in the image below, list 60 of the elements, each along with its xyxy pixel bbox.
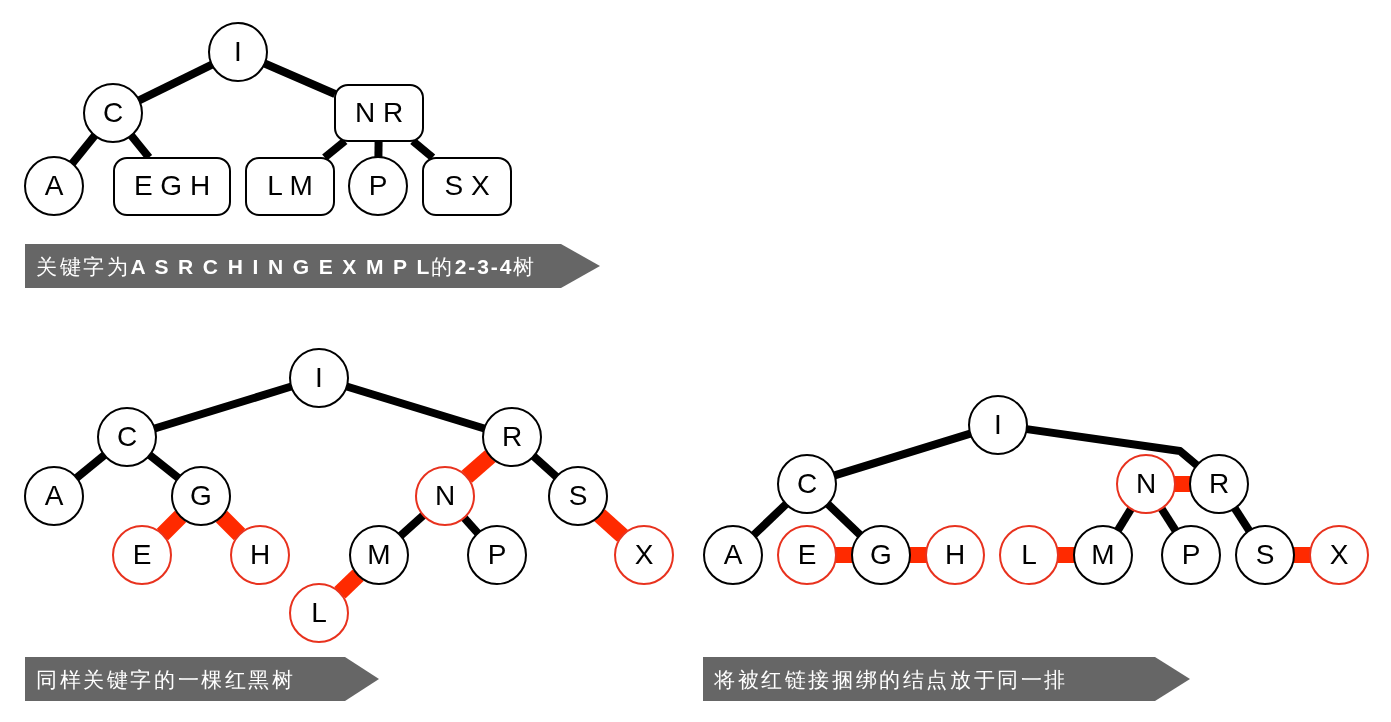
link-line [153,382,293,433]
link-line [530,453,560,480]
node-box: E G H [113,156,231,216]
node-box: S X [422,156,512,216]
link-line [334,569,364,599]
link-line [147,451,181,482]
link-line [69,133,98,166]
node-box: L M [245,156,335,216]
link-line [1114,506,1135,533]
node-circle: G [851,525,911,585]
node-circle: A [703,525,763,585]
node-circle: X [614,525,674,585]
link-line [751,501,789,538]
link-line [1231,506,1253,533]
link-line [74,452,107,481]
link-line [397,512,427,539]
link-line [1026,425,1200,469]
node-circle: P [1161,525,1221,585]
link-line [345,382,486,433]
node-circle: P [467,525,527,585]
node-circle: H [230,525,290,585]
link-line [594,509,628,542]
link-line [215,510,246,541]
link-line [825,501,863,538]
node-circle: L [289,583,349,643]
link-line [461,450,496,483]
node-circle: E [777,525,837,585]
node-circle: M [1073,525,1133,585]
link-line [1158,506,1179,533]
node-circle: R [1189,454,1249,514]
node-circle: E [112,525,172,585]
node-circle: A [24,156,84,216]
node-circle: C [97,407,157,467]
node-circle: N [1116,454,1176,514]
node-circle: C [777,454,837,514]
node-circle: I [208,22,268,82]
node-circle: L [999,525,1059,585]
node-circle: G [171,466,231,526]
node-circle: S [1235,525,1295,585]
link-line [322,137,348,161]
node-circle: X [1309,525,1369,585]
node-circle: C [83,83,143,143]
node-box: N R [334,84,424,142]
node-circle: I [289,348,349,408]
node-circle: N [415,466,475,526]
link-line [156,510,187,541]
caption-banner: 关键字为A S R C H I N G E X M P L的2-3-4树 [25,244,600,288]
caption-banner: 同样关键字的一棵红黑树 [25,657,379,701]
link-line [461,515,481,536]
node-circle: R [482,407,542,467]
node-circle: A [24,466,84,526]
node-circle: I [968,395,1028,455]
link-line [137,61,214,104]
link-line [833,429,972,480]
caption-banner: 将被红链接捆绑的结点放于同一排 [703,657,1190,701]
link-line [263,59,337,98]
node-circle: M [349,525,409,585]
node-circle: S [548,466,608,526]
node-circle: H [925,525,985,585]
node-circle: P [348,156,408,216]
